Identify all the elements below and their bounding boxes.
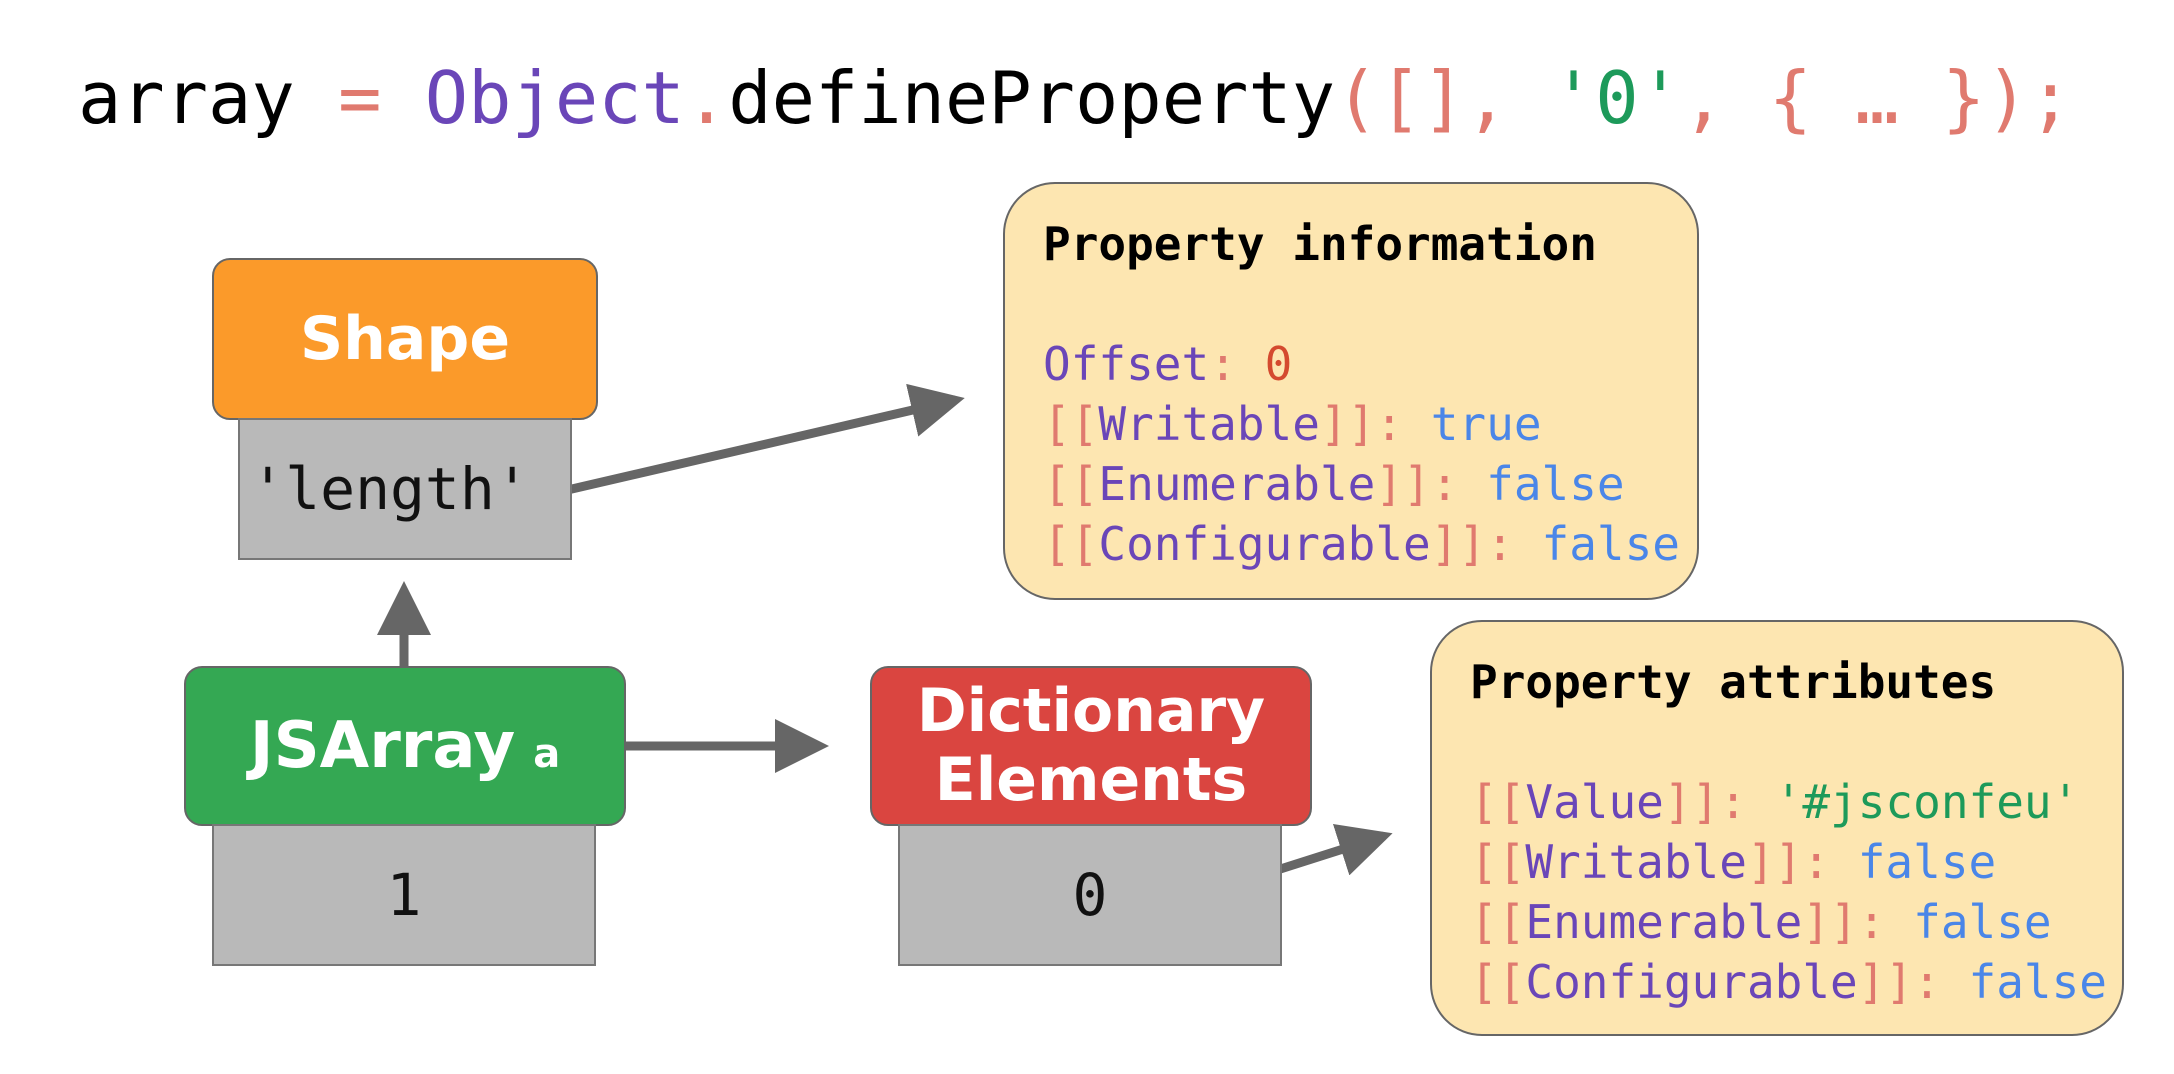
- open-brackets: [[: [1043, 397, 1099, 451]
- close-brackets: ]]:: [1746, 835, 1858, 889]
- offset-value: 0: [1264, 337, 1293, 391]
- code-line: array = Object.defineProperty([], '0', {…: [78, 56, 2072, 140]
- property-attributes-panel: Property attributes[[Value]]: '#jsconfeu…: [1430, 620, 2124, 1036]
- shape-label: Shape: [299, 304, 511, 374]
- code-var: array: [78, 56, 295, 140]
- info-writable-value: true: [1430, 397, 1542, 451]
- shape-slot-text: 'length': [250, 455, 530, 523]
- close-brackets: ]]:: [1857, 955, 1969, 1009]
- shape-slot: 'length': [238, 418, 572, 560]
- info-enumerable-value: false: [1486, 457, 1625, 511]
- code-open: ([],: [1335, 56, 1552, 140]
- open-brackets: [[: [1470, 955, 1526, 1009]
- code-assign: =: [294, 56, 425, 140]
- info-writable-key: Writable: [1098, 397, 1320, 451]
- code-object: Object: [424, 56, 685, 140]
- info-row-configurable: [[Configurable]]: false: [1043, 514, 1680, 574]
- dictionary-line1: Dictionary: [916, 676, 1266, 746]
- dictionary-line2: Elements: [934, 745, 1248, 815]
- info-configurable-value: false: [1541, 517, 1680, 571]
- attr-row-enumerable: [[Enumerable]]: false: [1470, 892, 2084, 952]
- code-function: defineProperty: [728, 56, 1336, 140]
- attr-value-key: Value: [1525, 775, 1664, 829]
- open-brackets: [[: [1470, 895, 1526, 949]
- attr-enumerable-key: Enumerable: [1525, 895, 1803, 949]
- open-brackets: [[: [1043, 517, 1099, 571]
- offset-colon: :: [1209, 337, 1265, 391]
- attr-writable-value: false: [1857, 835, 1997, 889]
- jsarray-slot-text: 1: [386, 861, 422, 929]
- info-row-enumerable: [[Enumerable]]: false: [1043, 454, 1659, 514]
- attr-configurable-value: false: [1968, 955, 2107, 1009]
- arrow-length-to-info: [531, 383, 965, 503]
- open-brackets: [[: [1470, 835, 1526, 889]
- attr-configurable-key: Configurable: [1525, 955, 1858, 1009]
- attr-row-writable: [[Writable]]: false: [1470, 832, 2084, 892]
- offset-key: Offset: [1043, 337, 1210, 391]
- property-attributes-title: Property attributes: [1470, 655, 1997, 709]
- shape-header: Shape: [212, 258, 598, 420]
- dictionary-slot: 0: [898, 824, 1282, 966]
- close-brackets: ]]:: [1319, 397, 1431, 451]
- close-brackets: ]]:: [1430, 517, 1542, 571]
- dictionary-slot-text: 0: [1072, 861, 1108, 929]
- info-configurable-key: Configurable: [1098, 517, 1431, 571]
- close-brackets: ]]:: [1663, 775, 1775, 829]
- attr-writable-key: Writable: [1525, 835, 1747, 889]
- info-enumerable-key: Enumerable: [1098, 457, 1376, 511]
- jsarray-label: JSArray: [249, 709, 516, 783]
- close-brackets: ]]:: [1802, 895, 1914, 949]
- offset-row: Offset: 0: [1043, 334, 1659, 394]
- attr-row-configurable: [[Configurable]]: false: [1470, 952, 2107, 1012]
- close-brackets: ]]:: [1375, 457, 1487, 511]
- jsarray-suffix: a: [533, 731, 561, 777]
- attr-value-value: '#jsconfeu': [1774, 775, 2080, 829]
- open-brackets: [[: [1470, 775, 1526, 829]
- property-information-title: Property information: [1043, 217, 1597, 271]
- open-brackets: [[: [1043, 457, 1099, 511]
- attr-row-value: [[Value]]: '#jsconfeu': [1470, 772, 2084, 832]
- jsarray-slot: 1: [212, 824, 596, 966]
- code-dot: .: [684, 56, 729, 140]
- info-row-writable: [[Writable]]: true: [1043, 394, 1659, 454]
- jsarray-header: JSArray a: [184, 666, 626, 826]
- code-key: '0': [1551, 56, 1682, 140]
- code-rest: , { … });: [1681, 56, 2073, 140]
- attr-enumerable-value: false: [1913, 895, 2052, 949]
